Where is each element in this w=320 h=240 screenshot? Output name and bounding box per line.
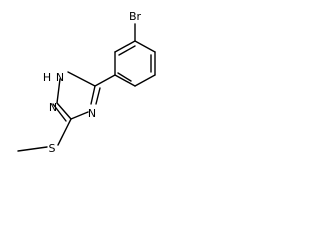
triazole-bond-n1-n2 (56, 78, 61, 104)
methylthio-bond (17, 146, 48, 152)
benzene-double-bond-1 (118, 45, 136, 56)
triazole-bond-c3-n4 (70, 111, 89, 120)
triazole-bond-n2-c3 (56, 102, 72, 120)
triazole-bond-c5-n1 (67, 71, 96, 87)
benzene-bond-5 (114, 74, 136, 87)
benzene-bond-1 (114, 40, 136, 53)
sulfur-label: S (49, 142, 56, 155)
triazole-sulfur-bond (57, 118, 72, 146)
aryl-triazole-bond (94, 74, 116, 87)
benzene-double-bond-3 (117, 72, 132, 82)
ring-nitrogen-right-label: N (88, 107, 96, 120)
benzene-bond-4 (134, 74, 156, 87)
benzene-bond-2 (134, 40, 156, 53)
nh-nitrogen-label: N (56, 71, 64, 84)
nh-hydrogen-label: H (43, 71, 51, 84)
molecule-canvas: Br H N N N S (0, 0, 181, 169)
structure-diagram: Br H N N N S (17, 10, 156, 155)
triazole-bond-n4-c5 (90, 85, 96, 105)
bromine-label: Br (129, 10, 142, 23)
ring-nitrogen-label: N (49, 101, 57, 114)
triazole-double-bond-2 (95, 87, 101, 105)
triazole-double-bond-1 (52, 103, 67, 122)
